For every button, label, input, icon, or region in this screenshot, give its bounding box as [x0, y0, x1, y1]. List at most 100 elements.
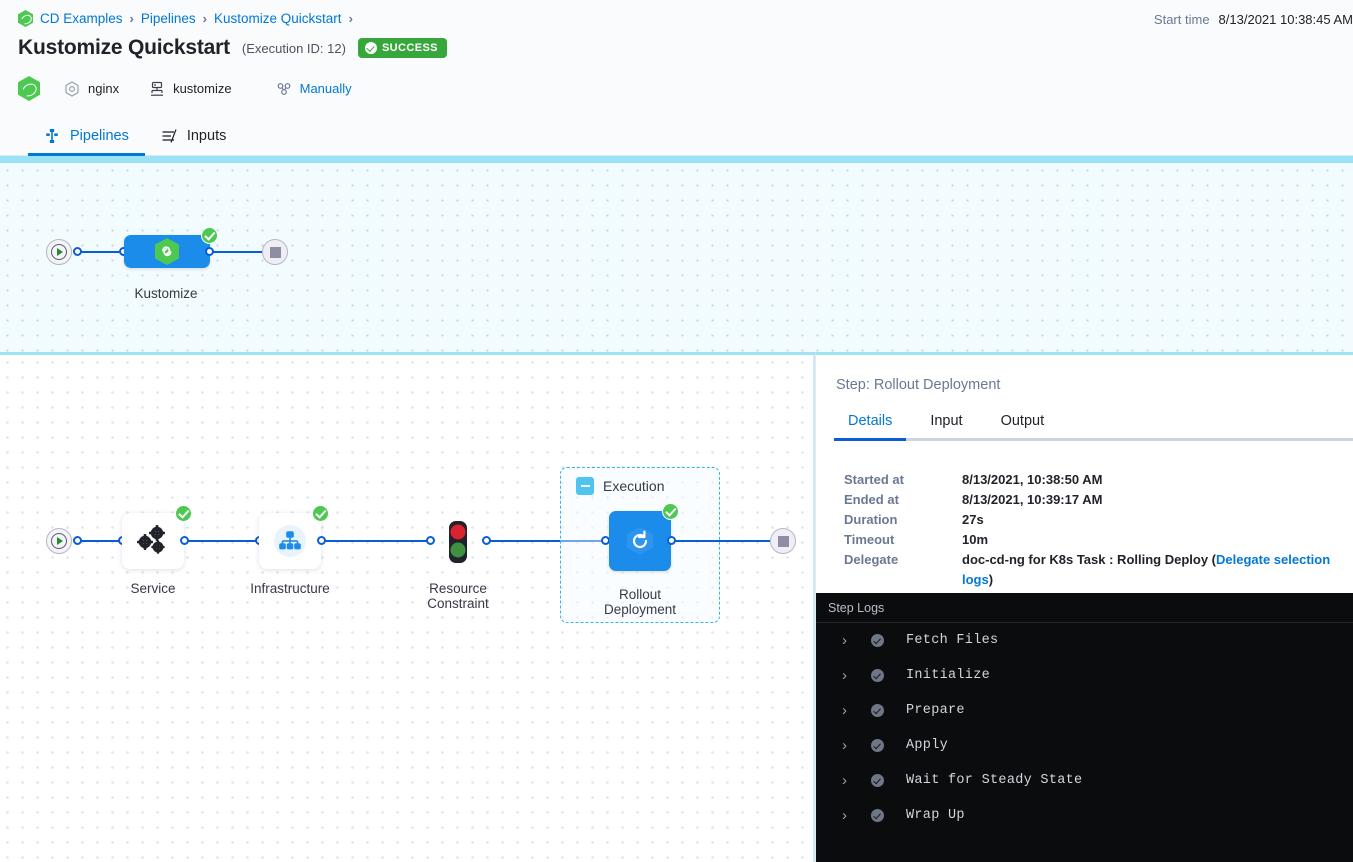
log-status-success-icon: [871, 634, 884, 647]
chevron-right-icon[interactable]: ›: [842, 667, 847, 684]
step-detail-panel: Step: Rollout Deployment Details Input O…: [815, 352, 1353, 862]
chevron-right-icon[interactable]: ›: [842, 632, 847, 649]
log-section-label: Initialize: [906, 668, 991, 683]
rollout-refresh-icon: [627, 527, 653, 555]
detail-row-timeout: Timeout 10m: [844, 530, 1337, 550]
log-section-label: Apply: [906, 738, 949, 753]
log-status-success-icon: [871, 809, 884, 822]
step-tab-output[interactable]: Output: [1000, 413, 1045, 429]
start-time-label: Start time: [1153, 12, 1210, 27]
start-time: Start time 8/13/2021 10:38:45 AM: [1154, 12, 1353, 27]
execution-graph-canvas[interactable]: Service Infrastru: [0, 352, 815, 862]
pipeline-stage-label: Kustomize: [134, 286, 198, 301]
step-detail-list: Started at 8/13/2021, 10:38:50 AM Ended …: [844, 470, 1337, 590]
execution-node-infrastructure[interactable]: [259, 505, 329, 569]
execution-end-node[interactable]: [770, 528, 796, 554]
service-cogs-icon: [137, 525, 165, 554]
meta-service[interactable]: nginx: [64, 80, 120, 97]
execution-start-node[interactable]: [46, 528, 72, 554]
log-section-initialize[interactable]: › Initialize: [816, 658, 1353, 693]
connector-dot: [426, 536, 435, 545]
detail-row-started-at: Started at 8/13/2021, 10:38:50 AM: [844, 470, 1337, 490]
play-icon: [51, 533, 67, 549]
execution-id-label: (Execution ID: 12): [241, 40, 346, 56]
log-section-label: Wait for Steady State: [906, 773, 1083, 788]
log-status-success-icon: [871, 739, 884, 752]
step-detail-title: Step: Rollout Deployment: [836, 377, 1001, 393]
execution-node-label-resource-constraint: Resource Constraint: [427, 581, 489, 611]
success-check-badge: [201, 227, 218, 244]
chevron-right-icon[interactable]: ›: [842, 702, 847, 719]
log-section-prepare[interactable]: › Prepare: [816, 693, 1353, 728]
execution-group-label: Execution: [603, 478, 665, 494]
breadcrumb-item-pipelines[interactable]: Pipelines: [140, 11, 196, 26]
log-section-label: Prepare: [906, 703, 965, 718]
chevron-right-icon[interactable]: ›: [842, 772, 847, 789]
execution-node-resource-constraint[interactable]: [446, 519, 470, 565]
collapse-minus-icon[interactable]: [576, 477, 594, 495]
detail-value: 27s: [962, 512, 984, 527]
meta-infrastructure[interactable]: kustomize: [149, 81, 232, 97]
breadcrumb-item-cd-examples[interactable]: CD Examples: [40, 11, 123, 26]
detail-row-delegate: Delegate doc-cd-ng for K8s Task : Rollin…: [844, 550, 1337, 590]
pipeline-icon: [46, 129, 58, 143]
breadcrumb-separator-icon: ›: [129, 11, 134, 26]
execution-node-service[interactable]: [122, 505, 192, 569]
step-tab-details[interactable]: Details: [834, 413, 907, 441]
main-tabs: Pipelines Inputs: [0, 112, 1353, 156]
play-icon: [51, 244, 67, 260]
breadcrumb-separator-icon: ›: [202, 11, 208, 26]
infrastructure-server-icon: [151, 81, 164, 96]
status-badge-label: SUCCESS: [381, 42, 438, 54]
graph-end-node[interactable]: [262, 239, 288, 265]
tab-inputs[interactable]: Inputs: [145, 128, 243, 155]
stop-square-icon: [269, 246, 281, 258]
detail-key: Timeout: [844, 532, 895, 547]
log-status-success-icon: [871, 704, 884, 717]
breadcrumb-item-kustomize-quickstart[interactable]: Kustomize Quickstart: [214, 11, 342, 26]
execution-node-rollout-deployment[interactable]: [609, 503, 679, 571]
detail-row-duration: Duration 27s: [844, 510, 1337, 530]
graph-edge: [187, 540, 259, 542]
title-row: Kustomize Quickstart (Execution ID: 12) …: [18, 36, 447, 60]
log-section-label: Wrap Up: [906, 808, 965, 823]
breadcrumb: CD Examples › Pipelines › Kustomize Quic…: [18, 10, 353, 27]
detail-key: Ended at: [844, 492, 899, 507]
log-status-success-icon: [871, 774, 884, 787]
chevron-right-icon[interactable]: ›: [842, 737, 847, 754]
step-tab-input[interactable]: Input: [930, 413, 963, 429]
log-section-apply[interactable]: › Apply: [816, 728, 1353, 763]
execution-group-header[interactable]: Execution: [576, 477, 664, 495]
status-badge: SUCCESS: [357, 38, 447, 58]
pipeline-graph-canvas[interactable]: Kustomize: [0, 156, 1353, 352]
graph-start-node[interactable]: [46, 239, 72, 265]
traffic-light-icon: [449, 521, 467, 563]
log-section-wait-for-steady-state[interactable]: › Wait for Steady State: [816, 763, 1353, 798]
delegate-selection-logs-link[interactable]: Delegate selection logs: [962, 552, 1331, 587]
detail-key: Duration: [844, 512, 898, 527]
page-title: Kustomize Quickstart: [18, 36, 230, 59]
log-section-fetch-files[interactable]: › Fetch Files: [816, 623, 1353, 658]
meta-trigger[interactable]: Manually: [276, 81, 352, 97]
detail-value: doc-cd-ng for K8s Task : Rolling Deploy …: [962, 552, 1331, 587]
meta-service-label: nginx: [88, 81, 120, 96]
graph-edge: [324, 540, 430, 542]
pipeline-stage-node-kustomize[interactable]: [124, 227, 218, 268]
start-time-value: 8/13/2021 10:38:45 AM: [1218, 12, 1353, 27]
infrastructure-hierarchy-icon: [274, 525, 306, 557]
log-status-success-icon: [871, 669, 884, 682]
service-hexagon-icon: [65, 80, 79, 97]
step-logs-panel: Step Logs › Fetch Files › Initialize › P…: [816, 593, 1353, 862]
chevron-right-icon[interactable]: ›: [842, 807, 847, 824]
harness-hex-logo-icon: [18, 76, 40, 101]
detail-key: Delegate: [844, 552, 899, 567]
trigger-manually-icon: [277, 82, 291, 95]
kustomize-hex-icon: [155, 238, 179, 265]
detail-value: 10m: [962, 532, 989, 547]
tab-pipelines-label: Pipelines: [70, 128, 129, 144]
log-section-wrap-up[interactable]: › Wrap Up: [816, 798, 1353, 833]
tab-pipelines[interactable]: Pipelines: [28, 128, 145, 156]
execution-node-label-infrastructure: Infrastructure: [250, 581, 330, 596]
stop-square-icon: [777, 535, 789, 547]
